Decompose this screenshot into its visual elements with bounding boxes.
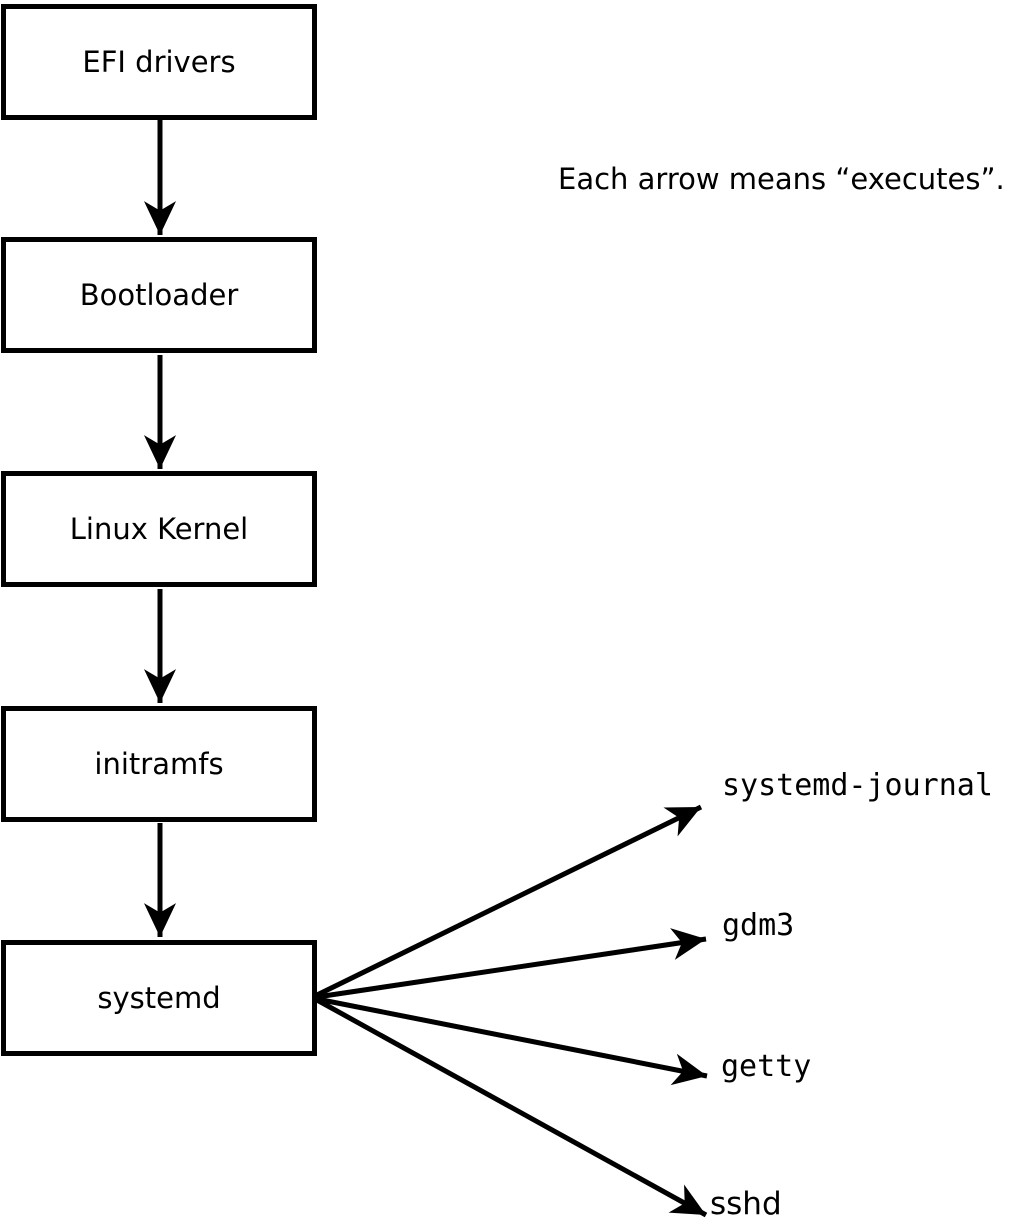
arrow-systemd-to-systemd-journal [315,804,703,998]
process-label-getty: getty [721,1049,812,1084]
arrow-systemd-to-getty [316,996,708,1086]
node-bootloader: Bootloader [1,237,317,353]
process-label-gdm3: gdm3 [722,908,795,943]
node-linux-kernel: Linux Kernel [1,471,317,587]
node-label: systemd [97,980,221,1015]
node-label: initramfs [94,746,224,781]
arrow-systemd-to-sshd [315,997,708,1218]
node-label: EFI drivers [82,44,236,79]
node-label: Bootloader [79,277,239,312]
legend-annotation: Each arrow means “executes”. [558,162,1005,196]
node-efi-drivers: EFI drivers [1,4,317,120]
node-systemd: systemd [1,940,317,1056]
arrow-systemd-to-gdm3 [316,928,707,1000]
process-label-systemd-journal: systemd-journal [722,768,993,803]
node-initramfs: initramfs [1,706,317,822]
process-label-sshd: sshd [710,1186,782,1222]
node-label: Linux Kernel [69,511,249,546]
